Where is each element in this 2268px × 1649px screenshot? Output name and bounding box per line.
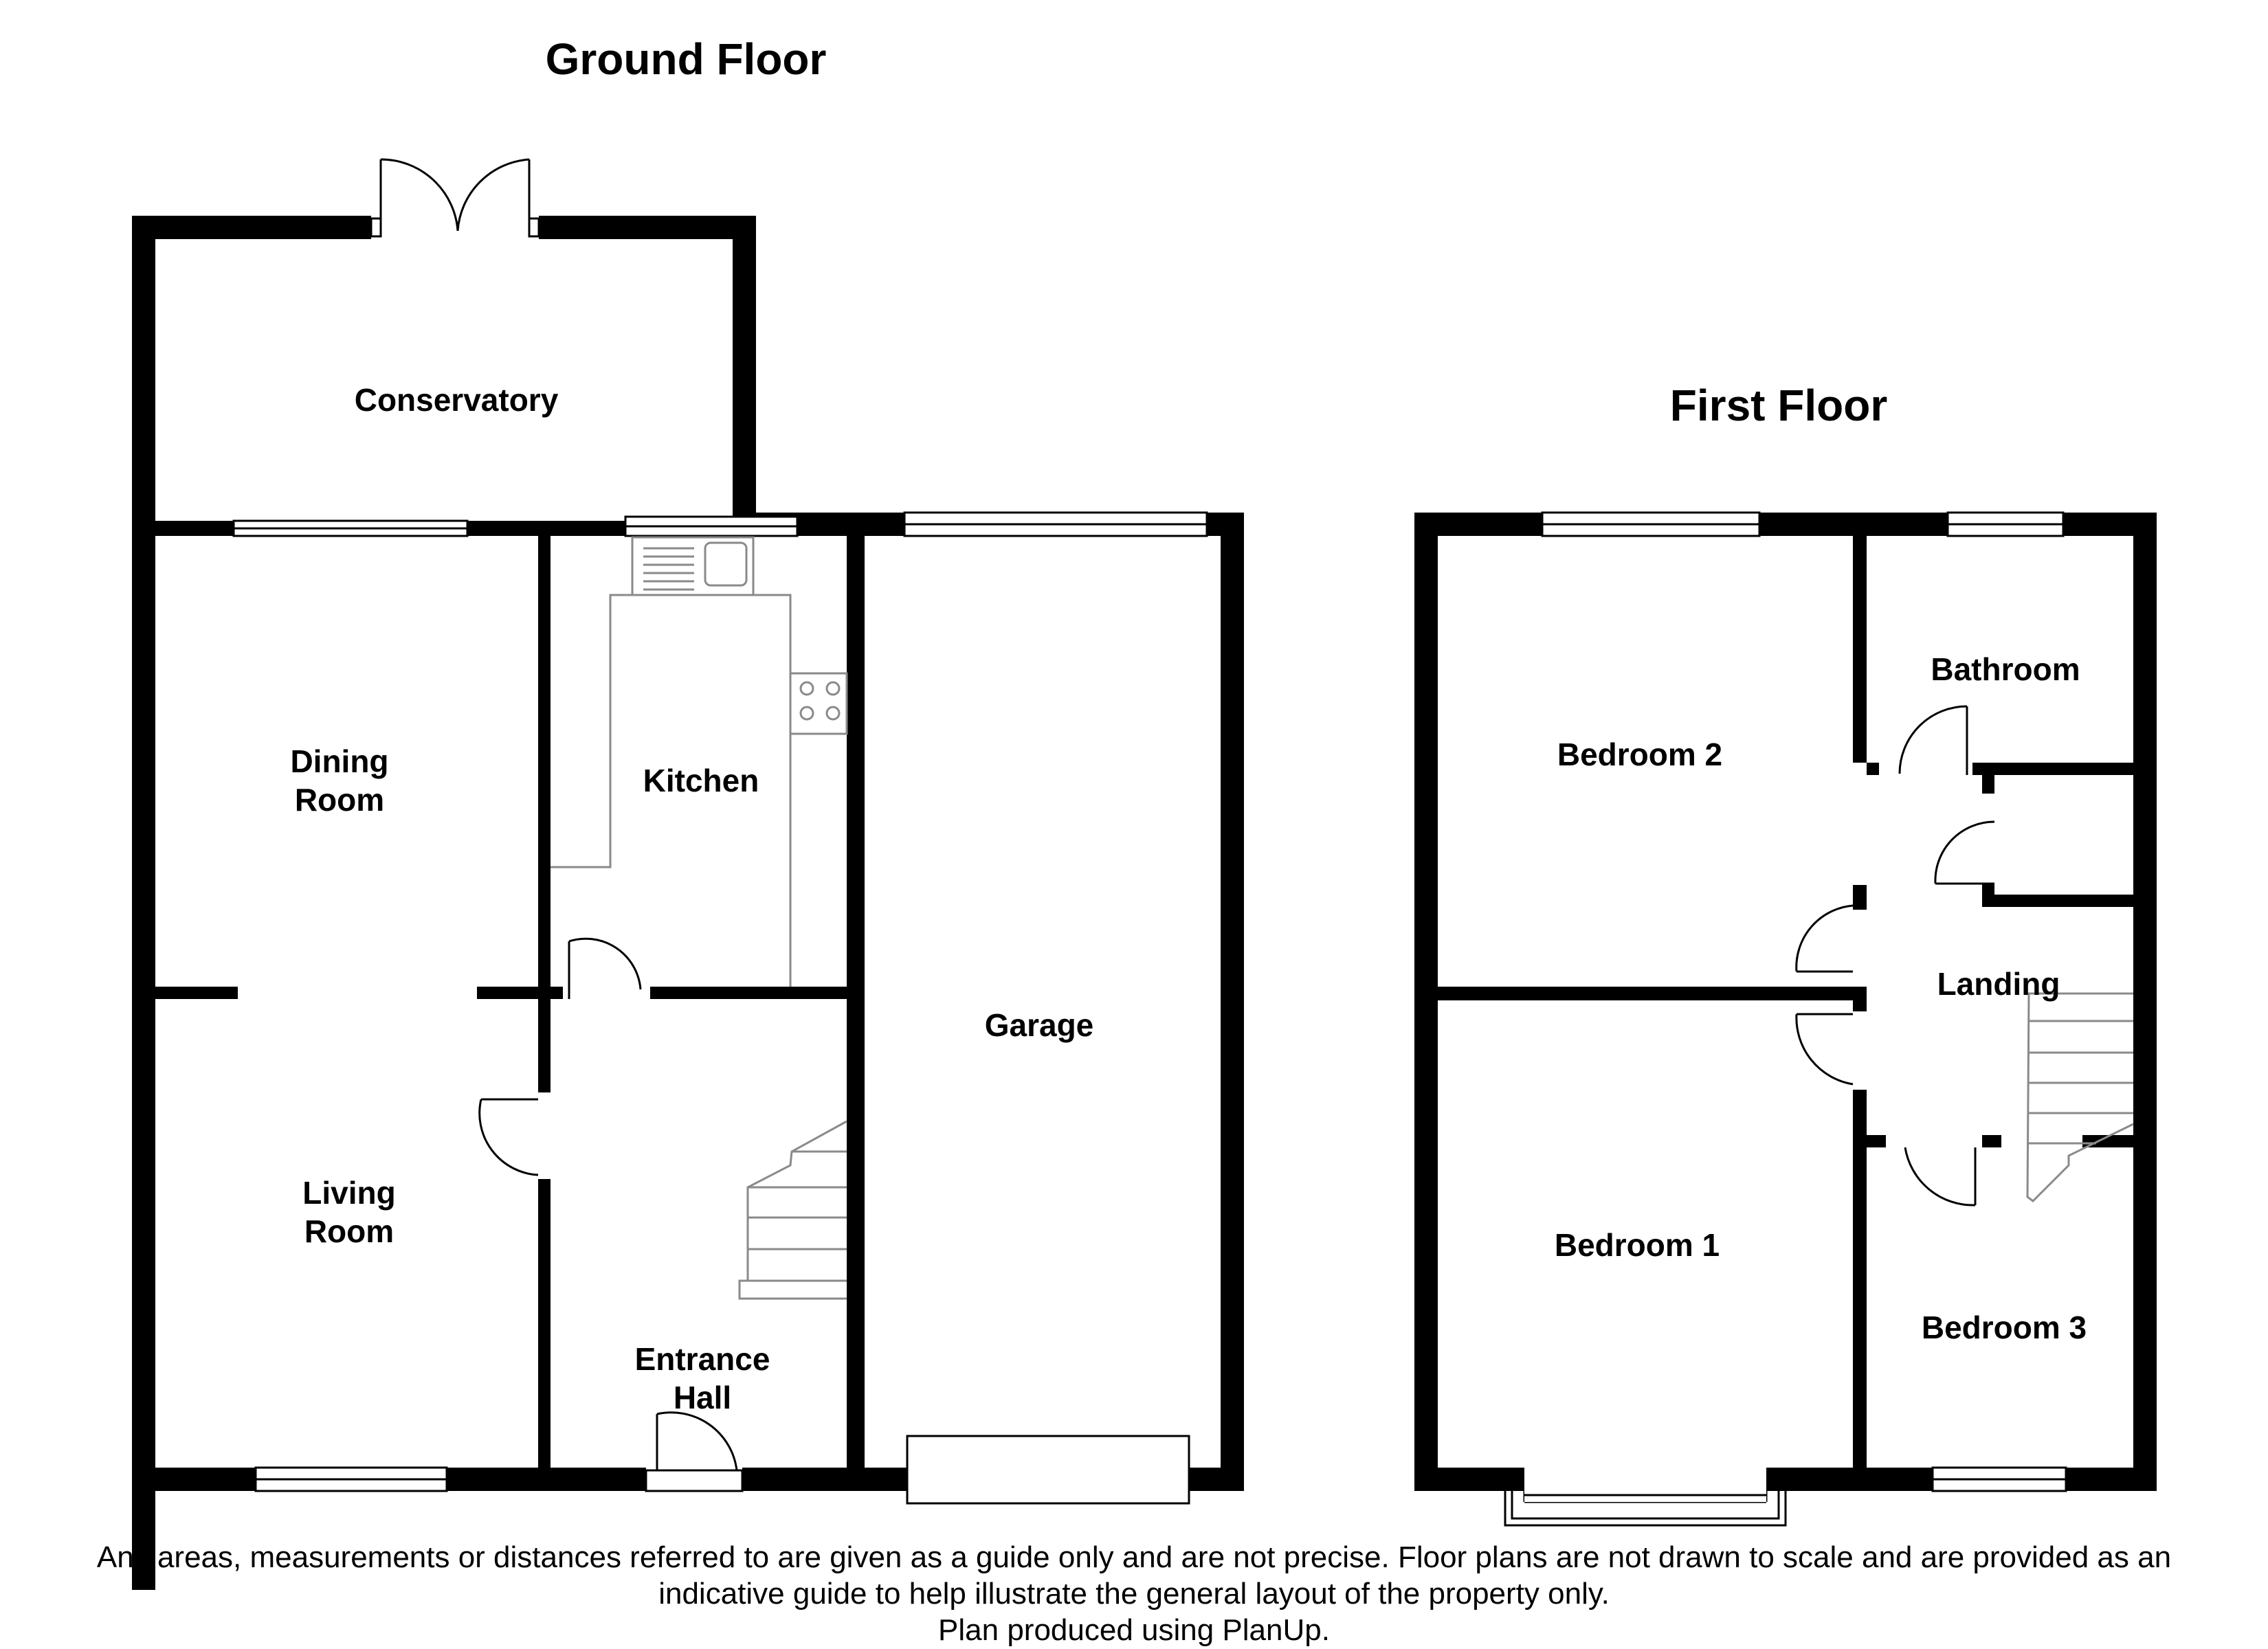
room-label-bedroom-2: Bedroom 2	[1557, 737, 1722, 772]
room-label-landing: Landing	[1937, 966, 2060, 1002]
disclaimer: Any areas, measurements or distances ref…	[0, 1539, 2268, 1648]
room-label-living-room-line2: Room	[304, 1213, 394, 1249]
room-label-dining-room-line1: Dining	[290, 743, 388, 779]
room-label-garage: Garage	[985, 1007, 1094, 1043]
room-label-bedroom-1: Bedroom 1	[1555, 1227, 1720, 1263]
disclaimer-line-3: Plan produced using PlanUp.	[938, 1613, 1330, 1647]
kitchen-fittings	[551, 536, 848, 987]
first-floor-title: First Floor	[1670, 381, 1887, 430]
ground-floor-title: Ground Floor	[546, 34, 827, 84]
first-floor-walls	[1414, 513, 2157, 1491]
first-floor-internal-doors	[1795, 705, 1995, 1207]
ground-floor-windows	[232, 511, 1208, 1492]
garage-door	[906, 1435, 1190, 1505]
conservatory-french-doors	[370, 158, 540, 238]
room-label-kitchen: Kitchen	[643, 763, 759, 798]
disclaimer-line-2: indicative guide to help illustrate the …	[658, 1577, 1610, 1611]
room-label-living-room-line1: Living	[302, 1175, 395, 1211]
first-floor-stairs	[2026, 992, 2134, 1202]
room-label-bathroom: Bathroom	[1931, 651, 2080, 687]
disclaimer-line-1: Any areas, measurements or distances ref…	[96, 1540, 2172, 1574]
ground-floor-stairs	[738, 1120, 847, 1300]
room-label-entrance-hall-line2: Hall	[674, 1380, 731, 1415]
first-floor-windows	[1504, 511, 2067, 1527]
room-label-conservatory: Conservatory	[355, 382, 559, 418]
ground-floor-internal-doors	[478, 937, 744, 1492]
room-label-dining-room-line2: Room	[295, 782, 384, 818]
room-label-entrance-hall-line1: Entrance	[635, 1341, 770, 1377]
room-label-bedroom-3: Bedroom 3	[1922, 1310, 2087, 1345]
